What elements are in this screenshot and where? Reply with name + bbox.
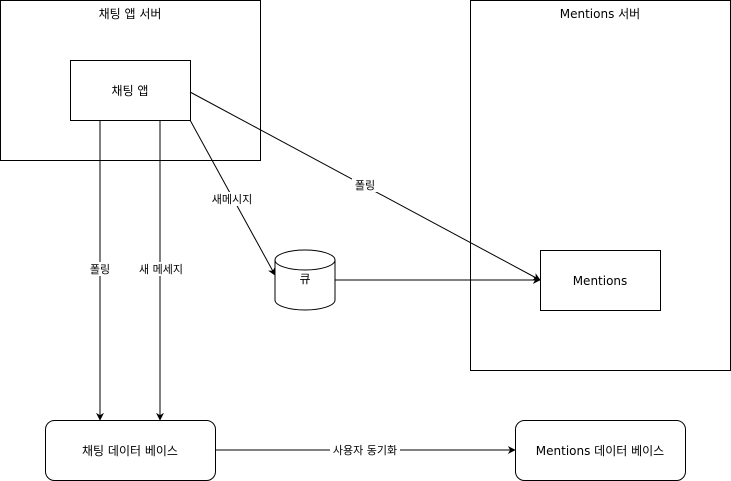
- mentions-server-container: Mentions 서버: [470, 0, 731, 371]
- edge-chat-to-queue-label: 새메시지: [212, 193, 252, 206]
- mentions-db-label: Mentions 데이터 베이스: [536, 444, 664, 458]
- chat-app-label: 채팅 앱: [112, 84, 149, 98]
- edge-chat-db-polling-label: 폴링: [90, 263, 110, 276]
- chat-app-node: 채팅 앱: [70, 60, 191, 121]
- edge-chat-to-queue: 새메시지: [189, 119, 276, 276]
- queue-node: 큐: [274, 249, 336, 311]
- edge-chat-db-new-message: 새 메세지: [135, 120, 187, 421]
- queue-label: 큐: [299, 272, 310, 286]
- edge-chat-db-polling: 폴링: [86, 120, 114, 421]
- mentions-db-node: Mentions 데이터 베이스: [515, 420, 686, 481]
- mentions-node: Mentions: [540, 250, 661, 311]
- edge-chat-db-new-message-label: 새 메세지: [139, 263, 183, 276]
- edge-chat-to-mentions: 폴링: [189, 91, 541, 281]
- edge-db-sync: 사용자 동기화: [215, 443, 516, 457]
- chat-db-label: 채팅 데이터 베이스: [82, 444, 178, 458]
- edge-db-sync-label: 사용자 동기화: [333, 444, 397, 457]
- edge-chat-to-mentions-label: 폴링: [355, 179, 375, 192]
- chat-db-node: 채팅 데이터 베이스: [45, 420, 216, 481]
- chat-server-title: 채팅 앱 서버: [99, 7, 162, 21]
- mentions-label: Mentions: [573, 274, 628, 288]
- mentions-server-title: Mentions 서버: [560, 7, 640, 21]
